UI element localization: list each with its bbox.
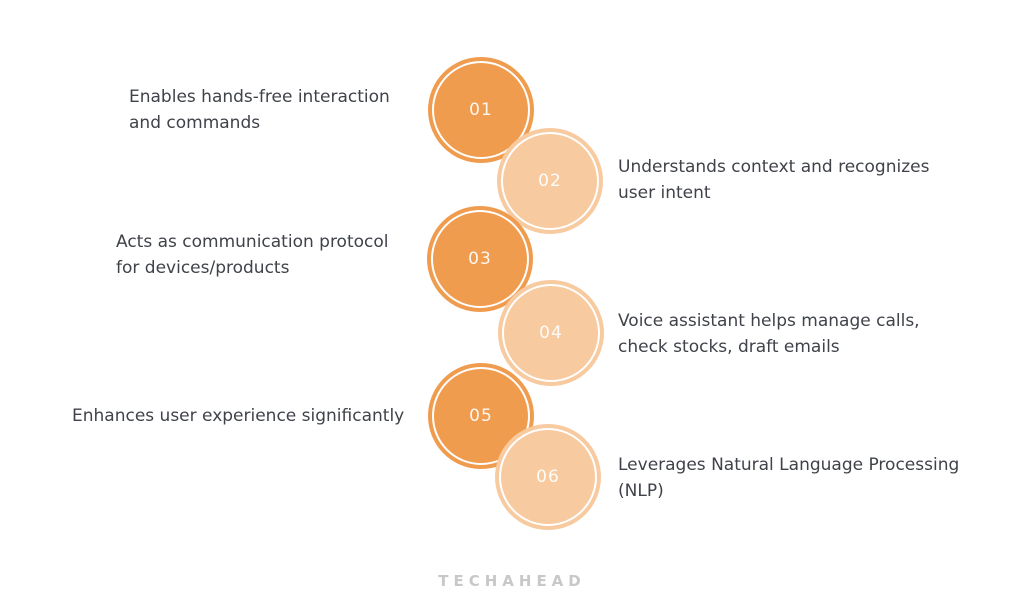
step-01-label-line1: Enables hands-free interaction — [129, 87, 390, 107]
step-02-label-line2: user intent — [618, 183, 711, 203]
step-05-label: Enhances user experience significantly — [72, 403, 404, 429]
techahead-logo: TECHAHEAD — [438, 572, 586, 590]
step-06-number: 06 — [536, 467, 560, 487]
step-01-circle: 01 — [428, 57, 534, 163]
step-04-number: 04 — [539, 323, 563, 343]
step-01-label-line2: and commands — [129, 113, 261, 133]
step-06-label-line2: (NLP) — [618, 481, 664, 501]
step-06-label: Leverages Natural Language Processing (N… — [618, 452, 959, 504]
step-06-label-line1: Leverages Natural Language Processing — [618, 455, 960, 475]
step-03-label-line1: Acts as communication protocol — [116, 232, 389, 252]
step-04-label-line1: Voice assistant helps manage calls, — [618, 311, 920, 331]
step-04-label-line2: check stocks, draft emails — [618, 337, 840, 357]
step-02-number: 02 — [538, 171, 562, 191]
step-02-label-line1: Understands context and recognizes — [618, 157, 930, 177]
step-01-label: Enables hands-free interaction and comma… — [129, 84, 390, 136]
step-04-label: Voice assistant helps manage calls, chec… — [618, 308, 920, 360]
step-05-label-line1: Enhances user experience significantly — [72, 406, 405, 426]
step-04-circle: 04 — [498, 280, 604, 386]
step-02-label: Understands context and recognizes user … — [618, 154, 929, 206]
step-02-circle: 02 — [497, 128, 603, 234]
step-03-label-line2: for devices/products — [116, 258, 290, 278]
step-03-label: Acts as communication protocol for devic… — [116, 229, 389, 281]
step-05-number: 05 — [469, 406, 493, 426]
step-03-number: 03 — [468, 249, 492, 269]
step-01-number: 01 — [469, 100, 493, 120]
step-06-circle: 06 — [495, 424, 601, 530]
